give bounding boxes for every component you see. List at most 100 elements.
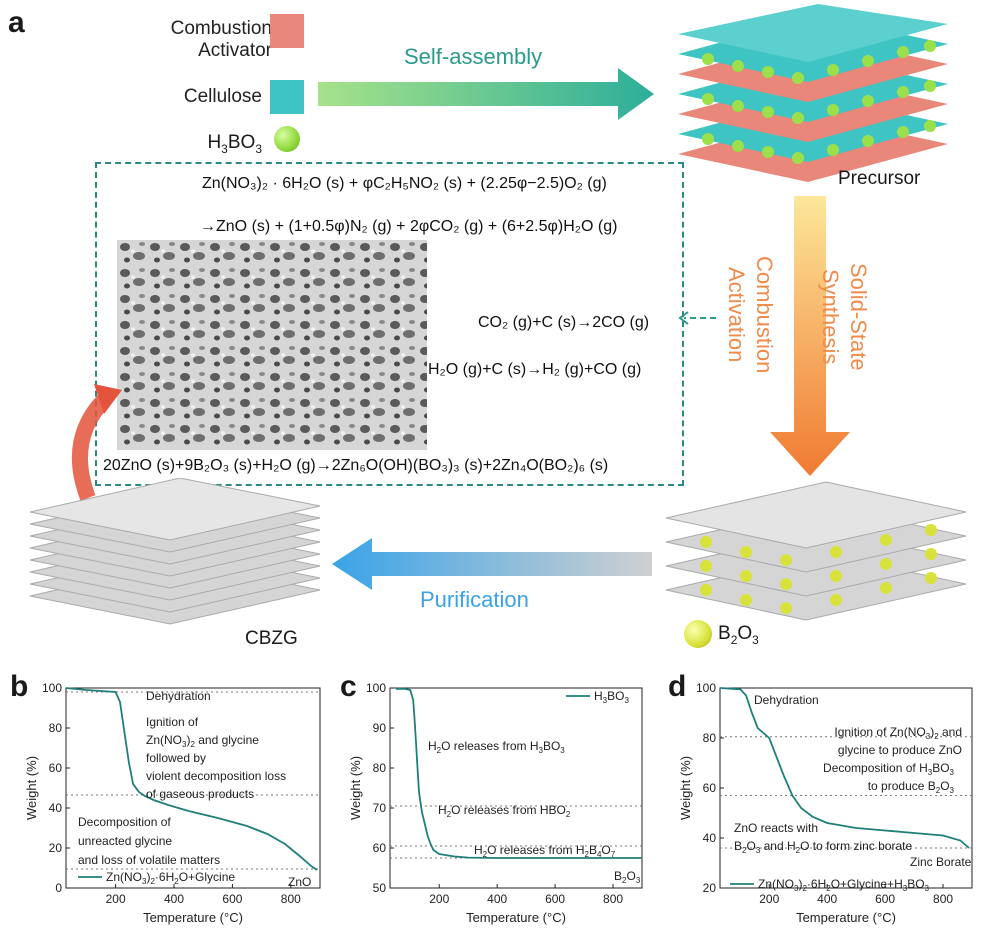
legend-label: Zn(NO3​)2​·6H2​O+Glycine [106, 870, 235, 886]
y-tick-label: 0 [55, 881, 62, 895]
annotation: B2​O3​ and H2​O to form zinc borate [734, 839, 912, 855]
y-tick-label: 60 [373, 841, 387, 855]
annotation: Dehydration [754, 693, 819, 707]
y-tick-label: 40 [49, 801, 63, 815]
x-tick-label: 400 [164, 892, 184, 906]
self-assembly-label: Self-assembly [404, 44, 543, 69]
x-tick-label: 400 [487, 892, 507, 906]
panel-letter-b: b [10, 670, 29, 703]
annotation: Zn(NO3​)2​ and glycine [146, 733, 259, 749]
equation-5: 20ZnO (s)+9B₂O₃ (s)+H₂O (g)→2Zn₆O(OH)(BO… [103, 457, 609, 474]
x-tick-label: 600 [222, 892, 242, 906]
annotation: Decomposition of [78, 815, 171, 829]
series-line [395, 687, 642, 859]
combustion-activator-swatch [270, 14, 304, 48]
legend-label-cellulose: Cellulose [183, 86, 262, 107]
annotation: Decomposition of H3​BO3​ [823, 761, 955, 777]
equation-4: H₂O (g)+C (s)→H₂ (g)+CO (g) [428, 361, 642, 378]
purification-label: Purification [420, 587, 529, 612]
equation-3: CO₂ (g)+C (s)→2CO (g) [478, 314, 650, 331]
x-tick-label: 800 [281, 892, 301, 906]
annotation: of gaseous products [146, 787, 254, 801]
annotation: glycine to produce ZnO [838, 743, 962, 757]
combustion-activation-label: Combustion Activation [724, 256, 777, 374]
annotation: Dehydration [146, 689, 211, 703]
precursor-label: Precursor [838, 168, 921, 189]
solid-state-synthesis-arrow [770, 196, 850, 476]
annotation: H2​O releases from HBO2​ [438, 803, 571, 819]
annotation: followed by [146, 751, 206, 765]
curved-arrow-icon [71, 384, 122, 500]
y-tick-label: 60 [49, 761, 63, 775]
x-axis-label: Temperature (°C) [466, 910, 566, 925]
equation-1: Zn(NO₃)₂ · 6H₂O (s) + φC₂H₅NO₂ (s) + (2.… [202, 175, 607, 192]
y-tick-label: 50 [373, 881, 387, 895]
b2o3-sphere [684, 620, 712, 648]
legend-label-h3bo3: H3BO3 [207, 132, 262, 156]
b2o3-label: B2O3 [718, 623, 759, 647]
precursor-stack-image [678, 4, 948, 182]
porous-surface-image [117, 240, 427, 450]
panel-letter-a: a [8, 6, 25, 39]
y-tick-label: 80 [49, 721, 63, 735]
legend-label: H3​BO3​ [594, 689, 629, 705]
annotation: Ignition of Zn(NO3​)2​ and [834, 725, 962, 741]
panel-letter-d: d [668, 670, 687, 703]
y-tick-label: 80 [703, 731, 717, 745]
y-tick-label: 100 [366, 681, 386, 695]
y-tick-label: 80 [373, 761, 387, 775]
x-axis-label: Temperature (°C) [143, 910, 243, 925]
reaction-box [95, 162, 684, 486]
y-tick-label: 20 [703, 881, 717, 895]
cbzg-stack-image [29, 478, 321, 625]
purification-arrow [332, 538, 652, 590]
annotation: to produce B2​O3​ [868, 779, 955, 795]
y-tick-label: 90 [373, 721, 387, 735]
annotation: B2​O3​ [614, 869, 641, 885]
y-axis-label: Weight (%) [678, 756, 693, 820]
y-tick-label: 70 [373, 801, 387, 815]
x-axis-label: Temperature (°C) [796, 910, 896, 925]
plot-frame [65, 687, 321, 889]
x-tick-label: 200 [429, 892, 449, 906]
equation-2: →ZnO (s) + (1+0.5φ)N₂ (g) + 2φCO₂ (g) + … [200, 218, 618, 235]
h3bo3-sphere [274, 126, 300, 152]
annotation: H2​O releases from H2​B4​O7​ [474, 843, 616, 859]
x-tick-label: 200 [106, 892, 126, 906]
x-tick-label: 600 [875, 892, 895, 906]
y-tick-label: 100 [696, 681, 716, 695]
annotation: ZnO [288, 875, 311, 889]
annotation: unreacted glycine [78, 834, 172, 848]
y-tick-label: 40 [703, 831, 717, 845]
plot-frame [389, 687, 643, 889]
b2o3-stack-image [665, 481, 967, 621]
y-axis-label: Weight (%) [24, 756, 39, 820]
series-line [719, 687, 970, 849]
y-tick-label: 20 [49, 841, 63, 855]
annotation: ZnO reacts with [734, 821, 818, 835]
panel-letter-c: c [340, 670, 357, 703]
x-tick-label: 200 [759, 892, 779, 906]
annotation: violent decomposition loss [146, 769, 286, 783]
y-axis-label: Weight (%) [348, 756, 363, 820]
self-assembly-arrow [318, 68, 654, 120]
y-tick-label: 60 [703, 781, 717, 795]
annotation: and loss of volatile matters [78, 853, 220, 867]
solid-state-synthesis-label: Solid-State Synthesis [818, 263, 871, 371]
annotation: Ignition of [146, 715, 199, 729]
series-line [65, 687, 318, 871]
x-tick-label: 600 [545, 892, 565, 906]
legend-label-combustion-activator: Combustion Activator [170, 18, 272, 61]
legend-label: Zn(NO3​)2​·6H2​O+Glycine+H3​BO3​ [758, 877, 930, 893]
x-tick-label: 800 [603, 892, 623, 906]
cellulose-swatch [270, 80, 304, 114]
x-tick-label: 400 [817, 892, 837, 906]
annotation: Zinc Borate [910, 855, 972, 869]
annotation: H2​O releases from H3​BO3​ [428, 739, 565, 755]
x-tick-label: 800 [933, 892, 953, 906]
cbzg-label: CBZG [245, 628, 298, 649]
y-tick-label: 100 [42, 681, 62, 695]
